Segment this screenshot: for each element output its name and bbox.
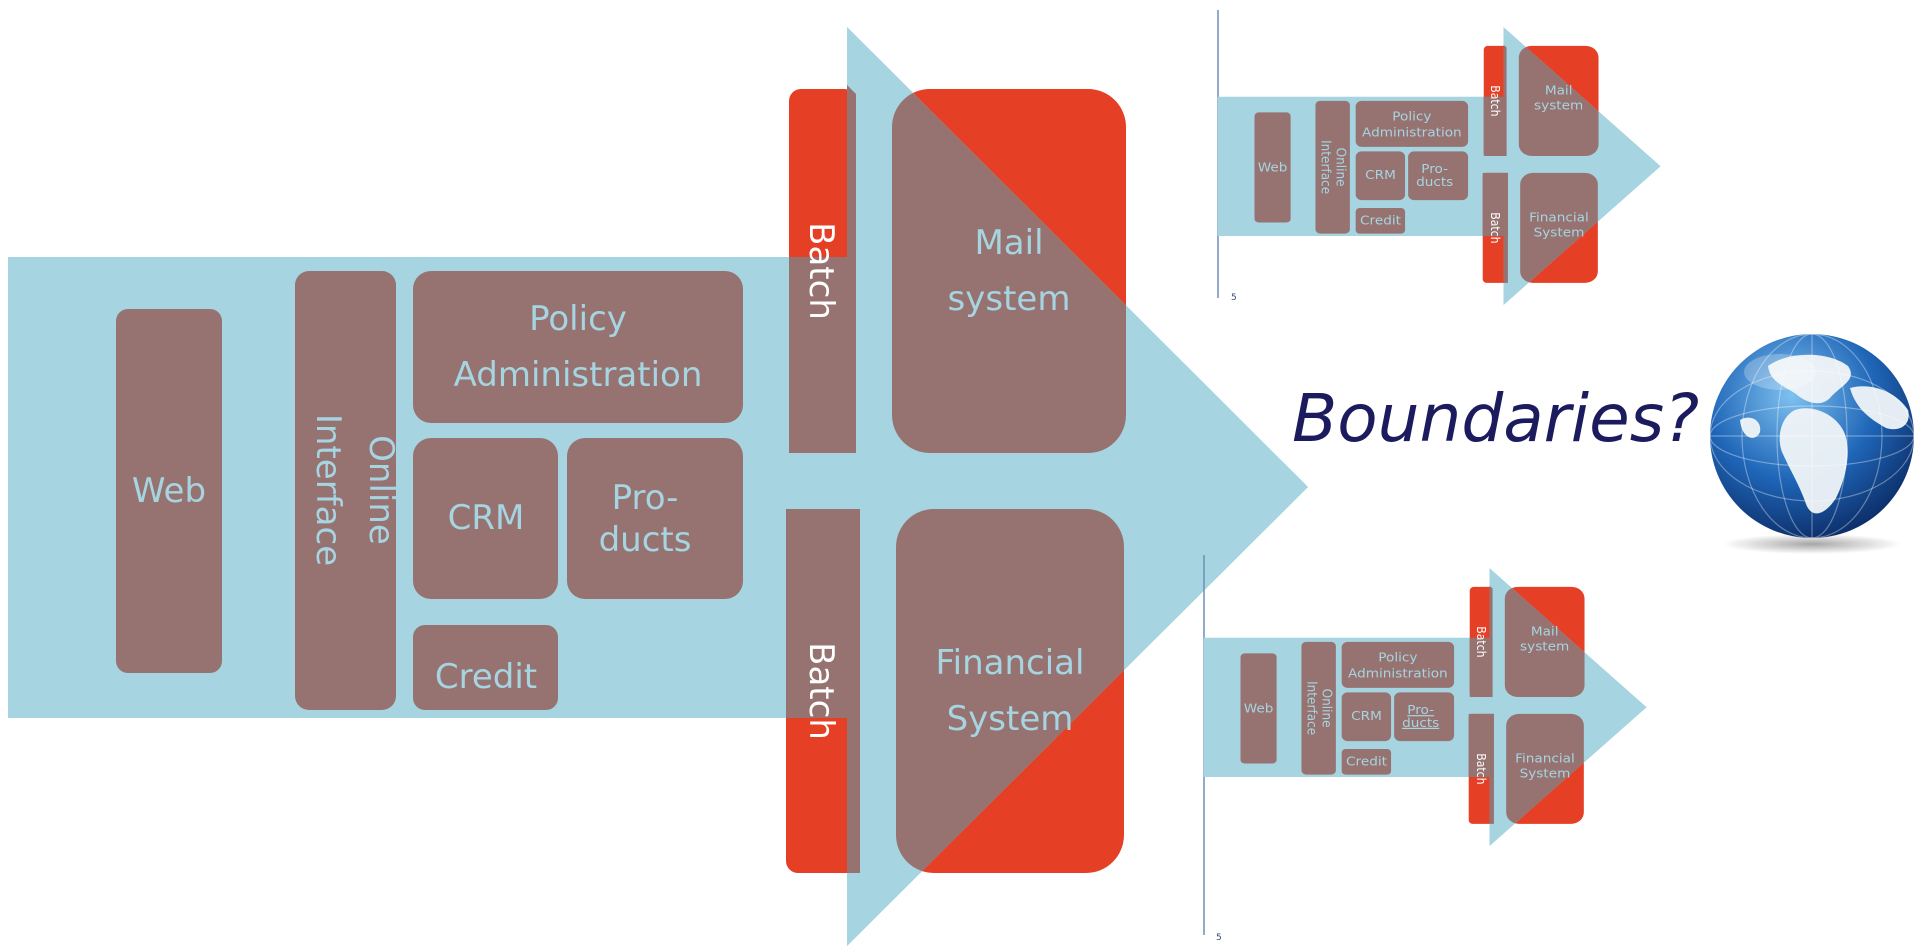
thumb-top-online-1: Online <box>1332 148 1348 187</box>
thumb-bottom-financial-2: System <box>1520 767 1571 781</box>
thumb-bottom-credit: Credit <box>1346 755 1387 769</box>
thumb-bottom-financial-1: Financial <box>1515 752 1575 766</box>
credit-label: Credit <box>435 657 537 697</box>
thumb-bottom-online-1: Online <box>1318 689 1334 728</box>
thumb-top-financial-1: Financial <box>1529 211 1589 225</box>
thumb-top-financial-2: System <box>1534 226 1585 240</box>
thumb-bottom-batch-2: Batch <box>1474 753 1489 784</box>
thumb-bottom-mail-1: Mail <box>1531 625 1559 639</box>
products-label-1: Pro- <box>612 478 679 518</box>
globe-icon <box>1710 334 1914 554</box>
financial-label-2: System <box>947 699 1074 739</box>
thumbnail-top: 5 Web Policy Administration CRM Pro- duc… <box>1217 10 1661 305</box>
policy-label-2: Administration <box>454 355 703 395</box>
boundaries-headline: Boundaries? <box>1292 380 1700 457</box>
thumb-bottom-mail-2: system <box>1520 640 1569 654</box>
web-label: Web <box>132 471 206 511</box>
main-diagram: Web Online Interface Policy Administrati… <box>8 27 1308 946</box>
thumb-bottom-products-1: Pro- <box>1407 704 1434 718</box>
thumb-top-online-2: Interface <box>1317 140 1333 194</box>
thumb-bottom-policy-2: Administration <box>1348 667 1448 681</box>
thumb-bottom-web: Web <box>1244 702 1274 716</box>
thumb-bottom-page-number: 5 <box>1216 933 1222 943</box>
financial-label-1: Financial <box>936 643 1085 683</box>
thumb-top-web: Web <box>1258 161 1288 175</box>
batch-bottom-label: Batch <box>801 642 841 740</box>
thumb-top-policy-1: Policy <box>1392 110 1432 124</box>
thumb-bottom-batch-1: Batch <box>1474 626 1489 657</box>
thumb-top-products-2: ducts <box>1416 176 1454 190</box>
online-label-1: Online <box>361 435 401 545</box>
thumb-top-batch-2: Batch <box>1488 212 1503 243</box>
online-label-2: Interface <box>308 414 348 566</box>
thumb-top-page-number: 5 <box>1231 293 1237 303</box>
thumb-top-mail-1: Mail <box>1545 84 1573 98</box>
thumbnail-bottom: 5 Web Policy Administration CRM Pro- duc… <box>1203 555 1647 943</box>
thumb-top-products-1: Pro- <box>1421 163 1448 177</box>
products-label-2: ducts <box>599 520 692 560</box>
thumb-bottom-crm: CRM <box>1351 710 1382 724</box>
thumb-top-policy-2: Administration <box>1362 126 1462 140</box>
thumb-top-batch-1: Batch <box>1488 85 1503 116</box>
thumb-bottom-policy-1: Policy <box>1378 651 1418 665</box>
batch-top-label: Batch <box>801 222 841 320</box>
thumb-bottom-online-2: Interface <box>1303 681 1319 735</box>
thumb-bottom-products-2: ducts <box>1402 717 1440 731</box>
thumb-top-mail-2: system <box>1534 99 1583 113</box>
mail-label-1: Mail <box>974 223 1043 263</box>
crm-label: CRM <box>448 498 525 538</box>
thumb-top-credit: Credit <box>1360 214 1401 228</box>
mail-label-2: system <box>948 279 1071 319</box>
policy-label-1: Policy <box>529 299 627 339</box>
thumb-top-crm: CRM <box>1365 169 1396 183</box>
